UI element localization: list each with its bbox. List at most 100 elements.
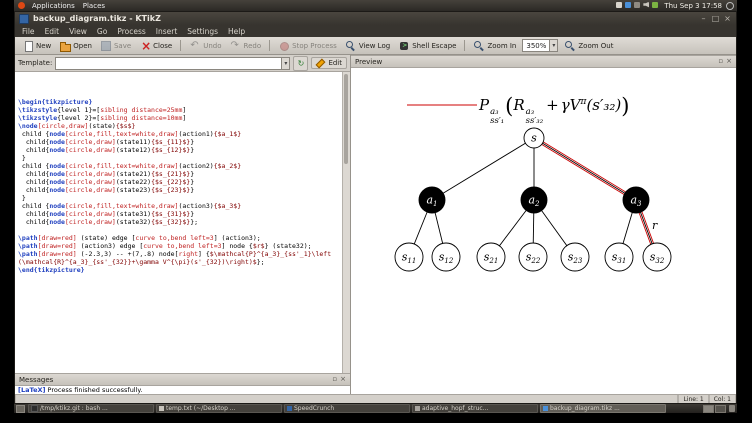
reload-template-button[interactable]: ↻ — [293, 55, 309, 71]
volume-icon[interactable] — [643, 1, 650, 8]
node-label-s12: s12 — [439, 251, 454, 266]
message-text: Process finished successfully. — [45, 386, 143, 394]
toolbar-label: Save — [113, 41, 132, 50]
workspace-switcher[interactable] — [703, 404, 726, 413]
menu-help[interactable]: Help — [228, 26, 246, 36]
float-panel-icon[interactable]: ▫ — [332, 375, 338, 383]
mail-icon[interactable] — [616, 1, 623, 8]
view-log-icon — [345, 40, 357, 52]
bottom-taskbar: /tmp/ktikz.git : bash ... temp.txt (~/Des… — [14, 404, 737, 413]
zoom-in-button[interactable]: Zoom In — [470, 39, 519, 53]
menu-edit[interactable]: Edit — [44, 26, 60, 36]
code-line: child{node[circle,draw](state12){$s_{12}… — [18, 146, 195, 154]
new-button[interactable]: New — [19, 39, 54, 53]
window-list: /tmp/ktikz.git : bash ... temp.txt (~/Des… — [28, 404, 700, 413]
tree-edge — [533, 137, 637, 201]
undo-icon — [189, 40, 201, 52]
node-s22 — [518, 242, 548, 272]
menu-go[interactable]: Go — [96, 26, 108, 36]
maximize-button[interactable]: □ — [711, 13, 720, 23]
status-line: Line: 1 — [678, 395, 709, 403]
close-panel-icon[interactable]: × — [726, 57, 732, 65]
clock[interactable]: Thu Sep 3 17:58 — [664, 1, 722, 10]
node-label-s23: s23 — [568, 251, 583, 266]
preview-title: Preview — [355, 57, 383, 66]
main-area: Template: ▾ ↻ Edit \begin{tikzpicture}\t… — [15, 55, 736, 394]
float-panel-icon[interactable]: ▫ — [718, 57, 724, 65]
code-line: child{node[circle,draw](state23){$s_{23}… — [18, 186, 195, 194]
taskbar-item[interactable]: backup_diagram.tikz ... — [540, 404, 666, 413]
reward-label: r — [652, 219, 658, 232]
zoom-out-button[interactable]: Zoom Out — [561, 39, 616, 53]
node-label-s11: s11 — [402, 251, 417, 266]
toolbar-label: Stop Process — [292, 41, 337, 50]
chevron-down-icon[interactable]: ▾ — [281, 57, 290, 69]
open-button[interactable]: Open — [56, 39, 95, 53]
places-menu[interactable]: Places — [82, 1, 106, 10]
show-desktop-icon[interactable] — [16, 404, 25, 413]
tray-icons — [613, 1, 659, 10]
workspace-1[interactable] — [703, 404, 714, 413]
node-label-s22: s22 — [526, 251, 541, 266]
taskbar-item[interactable]: SpeedCrunch — [284, 404, 410, 413]
template-combo[interactable]: ▾ — [55, 56, 291, 70]
zoom-level-combo[interactable]: 350%▾ — [522, 39, 559, 52]
toolbar-label: Close — [153, 41, 173, 50]
shell-escape-icon — [398, 40, 410, 52]
toolbar-label: Undo — [203, 41, 222, 50]
view-log-button[interactable]: View Log — [342, 39, 393, 53]
menu-settings[interactable]: Settings — [187, 26, 219, 36]
menu-view[interactable]: View — [69, 26, 87, 36]
node-label-a1: a1 — [426, 194, 437, 209]
code-line: \end{tikzpicture} — [18, 266, 85, 274]
zoom-out-icon — [564, 40, 576, 52]
toolbar-label: Open — [73, 41, 92, 50]
power-icon[interactable] — [726, 1, 734, 10]
trash-icon[interactable] — [729, 405, 735, 412]
formula-lparen: ( — [505, 94, 514, 118]
edit-template-button[interactable]: Edit — [311, 57, 347, 69]
shell-escape-button[interactable]: Shell Escape — [395, 39, 459, 53]
menu-insert[interactable]: Insert — [155, 26, 178, 36]
messages-header: Messages ▫ × — [15, 373, 350, 386]
menu-file[interactable]: File — [22, 26, 35, 36]
taskbar-item[interactable]: adaptive_hopf_struc... — [412, 404, 538, 413]
taskbar-item[interactable]: /tmp/ktikz.git : bash ... — [28, 404, 154, 413]
toolbar-separator — [464, 40, 466, 51]
redo-icon — [230, 40, 242, 52]
app-icon — [19, 13, 29, 24]
network-icon[interactable] — [634, 1, 641, 8]
bluetooth-icon[interactable] — [625, 1, 632, 8]
taskbar-item-label: SpeedCrunch — [294, 405, 335, 412]
code-editor[interactable]: \begin{tikzpicture}\tikzstyle{level 1}=[… — [15, 72, 350, 373]
close-button[interactable]: Close — [136, 39, 175, 53]
preview-header[interactable]: Preview ▫ × — [351, 55, 736, 68]
close-icon — [139, 39, 151, 53]
close-window-button[interactable]: × — [724, 13, 731, 23]
battery-icon[interactable] — [652, 1, 659, 8]
chevron-down-icon[interactable]: ▾ — [549, 40, 558, 51]
ktikz-icon — [543, 406, 548, 411]
taskbar-item-label: adaptive_hopf_struc... — [422, 405, 489, 412]
applications-menu[interactable]: Applications — [32, 1, 75, 10]
formula-V-sup: π — [580, 97, 587, 107]
menu-process[interactable]: Process — [117, 26, 146, 36]
formula-P-sup: a₃ — [490, 107, 499, 117]
taskbar-item-label: temp.txt (~/Desktop ... — [166, 405, 236, 412]
taskbar-item[interactable]: temp.txt (~/Desktop ... — [156, 404, 282, 413]
terminal-icon — [31, 405, 38, 412]
close-panel-icon[interactable]: × — [340, 375, 346, 383]
titlebar[interactable]: backup_diagram.tikz - KTikZ – □ × — [15, 12, 736, 25]
code-line: child{node[circle,draw](state21){$s_{21}… — [18, 170, 195, 178]
toolbar-separator — [269, 40, 271, 51]
distro-logo-icon[interactable] — [18, 2, 25, 9]
minimize-button[interactable]: – — [701, 13, 706, 23]
workspace-2[interactable] — [715, 404, 726, 413]
save-button: Save — [97, 39, 134, 53]
editor-scrollbar-thumb[interactable] — [344, 74, 348, 164]
node-label-s31: s31 — [612, 251, 627, 266]
editor-scrollbar[interactable] — [342, 72, 350, 373]
red-backup-edge — [532, 138, 636, 202]
